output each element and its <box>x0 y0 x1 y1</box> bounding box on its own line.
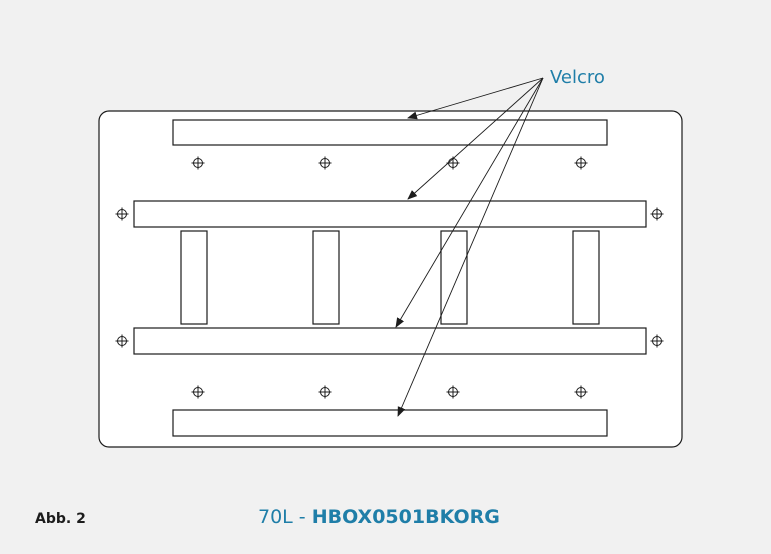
velcro-strip-bottom <box>172 409 608 437</box>
base-panel <box>98 110 683 448</box>
mounting-hole <box>115 207 129 221</box>
velcro-strip-top <box>172 119 608 146</box>
callout-arrow-lower-middle-strip <box>395 77 544 328</box>
velcro-layout-diagram: Velcro <box>98 67 683 448</box>
mounting-hole <box>115 334 129 348</box>
vertical-strip-3 <box>440 230 468 325</box>
callout-arrow-upper-middle-strip <box>407 77 544 200</box>
callout-arrow-top-strip <box>407 77 544 120</box>
mounting-hole <box>446 385 460 399</box>
figure-number-label: Abb. 2 <box>35 511 86 527</box>
product-separator: - <box>292 506 312 528</box>
mounting-hole <box>650 207 664 221</box>
mounting-holes <box>115 156 664 399</box>
mounting-hole <box>318 385 332 399</box>
velcro-callout-label: Velcro <box>550 67 605 88</box>
velcro-strip-lower-middle <box>133 327 647 355</box>
mounting-hole <box>650 334 664 348</box>
mounting-hole <box>191 156 205 170</box>
product-volume: 70L <box>258 506 293 528</box>
vertical-strip-4 <box>572 230 600 325</box>
velcro-strip-upper-middle <box>133 200 647 228</box>
velcro-callout-arrows <box>395 77 544 417</box>
vertical-strip-1 <box>180 230 208 325</box>
mounting-hole <box>574 385 588 399</box>
mounting-hole <box>318 156 332 170</box>
callout-arrow-bottom-strip <box>397 77 544 417</box>
product-code: 70L - HBOX0501BKORG <box>258 506 500 528</box>
product-sku: HBOX0501BKORG <box>311 506 500 528</box>
vertical-strip-2 <box>312 230 340 325</box>
mounting-hole <box>574 156 588 170</box>
mounting-hole <box>191 385 205 399</box>
